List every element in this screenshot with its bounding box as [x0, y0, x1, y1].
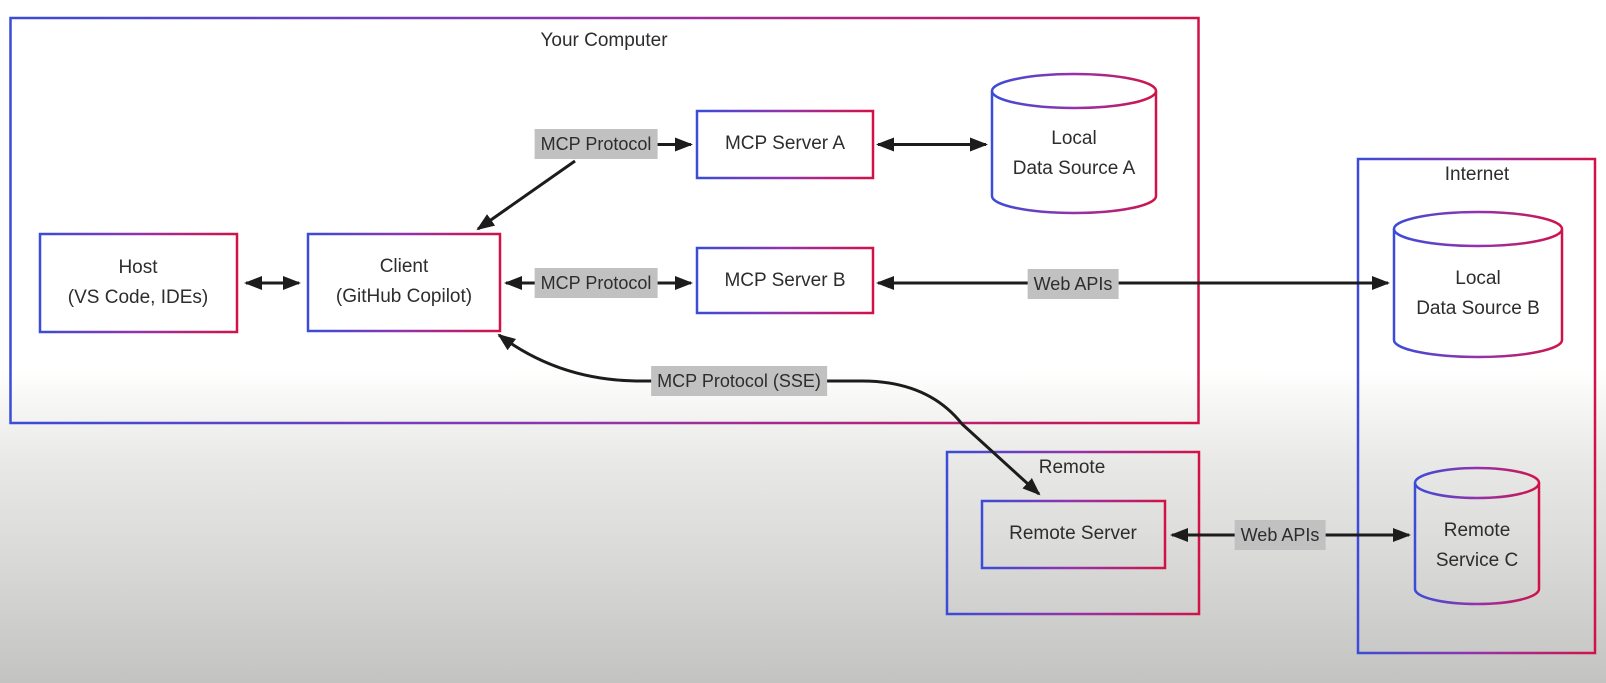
remote-service-c-line1: Remote	[1443, 520, 1511, 541]
client-label-line2: (GitHub Copilot)	[335, 286, 473, 307]
internet-box	[1356, 157, 1597, 655]
mcp-server-b-label: MCP Server B	[724, 270, 846, 291]
host-box	[38, 232, 239, 334]
local-data-source-a-cylinder	[990, 72, 1158, 215]
remote-server-box	[980, 499, 1167, 570]
mcp-protocol-label-middle: MCP Protocol	[534, 268, 658, 298]
your-computer-title: Your Computer	[540, 30, 668, 51]
client-label-line1: Client	[379, 256, 429, 277]
mcp-protocol-label-top: MCP Protocol	[534, 129, 658, 159]
mcp-server-a-box	[695, 109, 875, 180]
web-apis-label-bottom: Web APIs	[1234, 520, 1326, 550]
client-box	[306, 232, 502, 333]
arrow-mcp-protocol-to-client	[476, 159, 576, 231]
local-data-source-b-label: Local Data Source B	[1416, 264, 1540, 324]
local-data-source-a-label: Local Data Source A	[1013, 124, 1136, 184]
internet-title: Internet	[1444, 164, 1510, 185]
remote-service-c-line2: Service C	[1435, 550, 1519, 571]
local-data-source-a-line1: Local	[1051, 128, 1097, 149]
mcp-protocol-sse-label: MCP Protocol (SSE)	[651, 366, 827, 396]
client-label: Client (GitHub Copilot)	[336, 252, 472, 312]
remote-title: Remote	[1038, 457, 1106, 478]
host-label-line1: Host	[118, 257, 158, 278]
remote-server-label: Remote Server	[1009, 523, 1137, 544]
host-label-line2: (VS Code, IDEs)	[67, 287, 209, 308]
mcp-server-b-box	[695, 246, 875, 315]
host-label: Host (VS Code, IDEs)	[68, 253, 208, 313]
local-data-source-b-line2: Data Source B	[1416, 298, 1540, 319]
local-data-source-b-line1: Local	[1455, 268, 1501, 289]
remote-service-c-cylinder	[1413, 466, 1541, 606]
local-data-source-b-cylinder	[1392, 210, 1564, 359]
local-data-source-a-line2: Data Source A	[1012, 158, 1136, 179]
remote-service-c-label: Remote Service C	[1436, 516, 1518, 576]
mcp-server-a-label: MCP Server A	[724, 133, 846, 154]
web-apis-label-top: Web APIs	[1027, 269, 1119, 299]
arrow-client-remote-server-sse	[497, 333, 1041, 496]
